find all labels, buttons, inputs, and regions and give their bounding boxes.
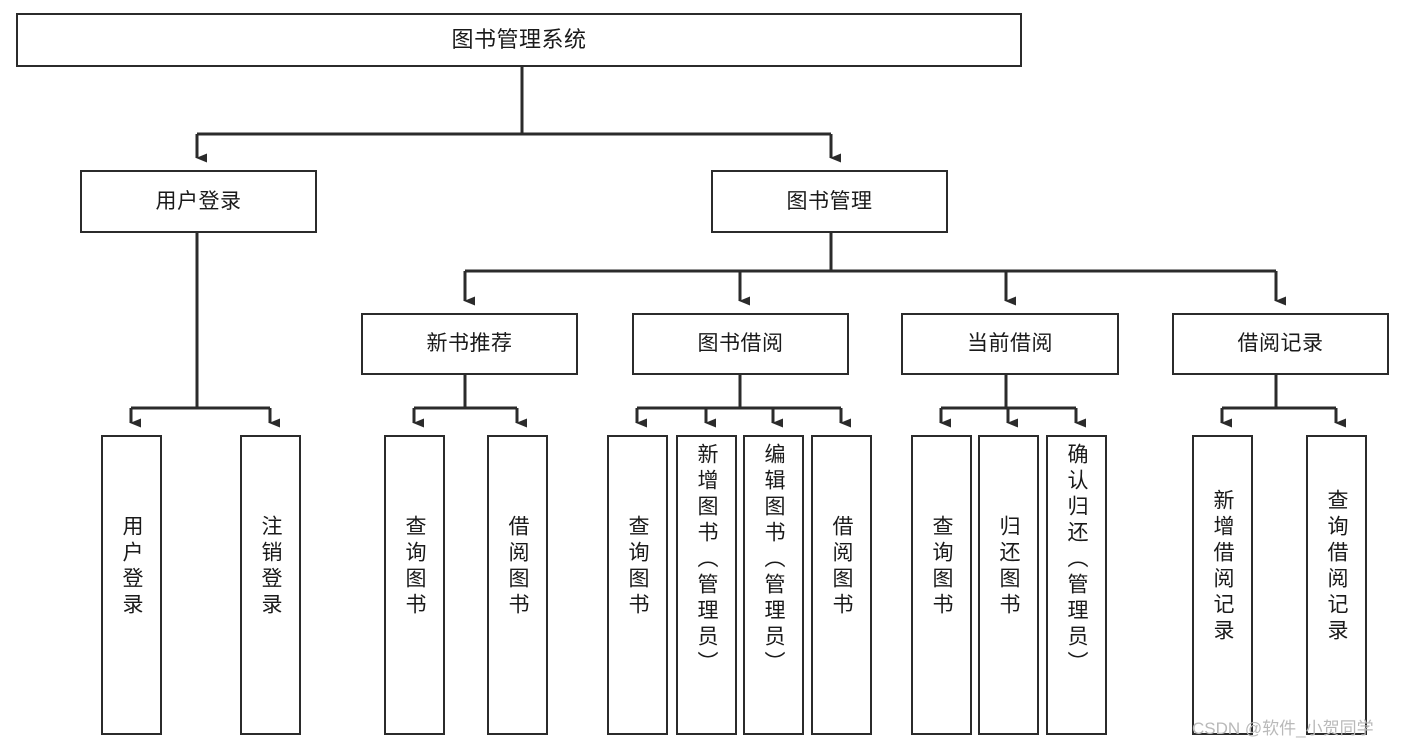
connector-userlogin-to-leaves (129, 233, 280, 428)
node-leaf-query-record[interactable]: 查询借阅记录 (1306, 435, 1367, 735)
node-leaf-borrow-book-1[interactable]: 借阅图书 (487, 435, 548, 735)
node-new-book-recommend[interactable]: 新书推荐 (361, 313, 578, 375)
node-leaf-query-book-1[interactable]: 查询图书 (384, 435, 445, 735)
connector-bookmanagement-to-level3 (463, 233, 1286, 306)
connector-bookborrow-to-leaves (635, 375, 851, 428)
connector-root-to-level2 (195, 67, 841, 163)
node-label: 确认归还（管理员） (1065, 443, 1088, 677)
node-root-system[interactable]: 图书管理系统 (16, 13, 1022, 67)
connector-currentborrow-to-leaves (939, 375, 1086, 428)
node-leaf-confirm-return[interactable]: 确认归还（管理员） (1046, 435, 1107, 735)
node-leaf-return-book[interactable]: 归还图书 (978, 435, 1039, 735)
node-label: 归还图书 (997, 515, 1020, 619)
node-label: 新书推荐 (426, 332, 513, 356)
node-leaf-add-book[interactable]: 新增图书（管理员） (676, 435, 737, 735)
connector-borrowrecord-to-leaves (1220, 375, 1346, 428)
node-label: 查询图书 (626, 515, 649, 619)
connector-newbook-to-leaves (412, 375, 527, 428)
node-label: 当前借阅 (967, 332, 1053, 356)
node-label: 编辑图书（管理员） (762, 443, 785, 677)
node-leaf-user-logout[interactable]: 注销登录 (240, 435, 301, 735)
node-label: 图书管理 (786, 189, 873, 213)
node-label: 用户登录 (120, 515, 143, 619)
node-label: 图书管理系统 (451, 26, 587, 52)
node-borrow-record[interactable]: 借阅记录 (1172, 313, 1389, 375)
node-label: 借阅记录 (1237, 332, 1324, 356)
node-label: 借阅图书 (830, 515, 853, 619)
node-label: 查询图书 (930, 515, 953, 619)
node-label: 新增借阅记录 (1211, 489, 1234, 645)
node-label: 查询图书 (403, 515, 426, 619)
node-label: 新增图书（管理员） (695, 443, 718, 677)
node-user-login[interactable]: 用户登录 (80, 170, 317, 233)
node-leaf-edit-book[interactable]: 编辑图书（管理员） (743, 435, 804, 735)
node-label: 借阅图书 (506, 515, 529, 619)
node-label: 图书借阅 (697, 332, 784, 356)
node-current-borrow[interactable]: 当前借阅 (901, 313, 1119, 375)
node-leaf-borrow-book-2[interactable]: 借阅图书 (811, 435, 872, 735)
node-leaf-user-login[interactable]: 用户登录 (101, 435, 162, 735)
node-leaf-add-record[interactable]: 新增借阅记录 (1192, 435, 1253, 735)
node-label: 用户登录 (155, 189, 242, 213)
node-leaf-query-book-2[interactable]: 查询图书 (607, 435, 668, 735)
node-leaf-query-book-3[interactable]: 查询图书 (911, 435, 972, 735)
node-label: 查询借阅记录 (1325, 489, 1348, 645)
node-label: 注销登录 (259, 515, 282, 619)
node-book-management[interactable]: 图书管理 (711, 170, 948, 233)
node-book-borrow[interactable]: 图书借阅 (632, 313, 849, 375)
